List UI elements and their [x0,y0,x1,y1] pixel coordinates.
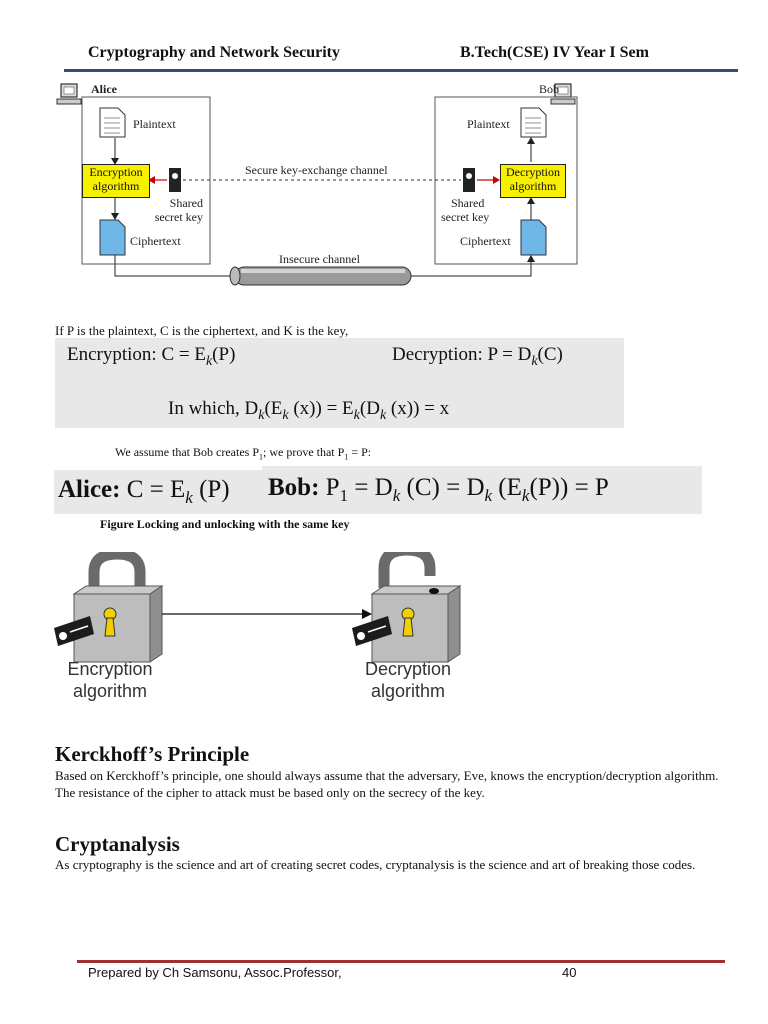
alice-ciphertext-label: Ciphertext [130,234,181,248]
enc-suffix: (P) [212,344,236,365]
alice-eq-label: Alice: [58,476,121,503]
which-mid3: (D [359,398,380,419]
bob-eq5: (P)) = P [529,474,609,501]
bob-sub4: k [521,486,530,505]
figure-caption: Figure Locking and unlocking with the sa… [100,517,350,531]
insecure-channel-pipe-icon [229,266,412,286]
header-left: Cryptography and Network Security [88,44,340,61]
assume-sub1: 1 [259,452,263,462]
open-padlock-icon [370,552,462,663]
bob-shared-line2: secret key [441,210,490,224]
bob-equation: Bob: P1 = Dk (C) = Dk (Ek(P)) = P [268,474,609,506]
symmetric-key-diagram: Alice Bob Plaintext Plaintext Encryption… [55,80,580,290]
assume-sub2: 1 [344,452,349,462]
bob-computer-icon [550,83,576,105]
equation-box-encryption: Encryption: C = Ek(P) Decryption: P = Dk… [55,338,624,428]
alice-eq-sub: k [185,488,193,507]
bob-ciphertext-document-icon [520,219,547,256]
assume-text: We assume that Bob creates P1; we prove … [115,445,371,461]
assume-a: We assume that Bob creates P [115,445,259,459]
which-sub3: k [353,407,360,423]
encryption-algorithm-box: Encryption algorithm [82,164,150,198]
which-sub1: k [258,407,265,423]
bob-label: Bob [539,82,560,96]
dec-suffix: (C) [537,344,563,365]
intro-text: If P is the plaintext, C is the cipherte… [55,323,349,338]
alice-eq: C = E [120,476,186,503]
bob-eq-label: Bob: [268,474,320,501]
bob-shared-line1: Shared [451,196,485,210]
footer-rule [77,960,725,963]
alice-equation-box: Alice: C = Ek (P) [54,470,264,514]
which-end: (x)) = x [386,398,450,419]
alice-equation: Alice: C = Ek (P) [58,476,230,508]
decryption-algorithm-box: Decryption algorithm [500,164,566,198]
bob-sub3: k [484,486,493,505]
dec-prefix: Decryption: P = D [392,344,532,365]
alice-ciphertext-document-icon [99,219,126,256]
secure-channel-label: Secure key-exchange channel [245,163,388,177]
encryption-line1: Encryption [89,165,143,179]
bob-shared-key-label: Shared secret key [441,196,501,224]
encryption-algorithm-caption: Encryption algorithm [52,658,168,702]
header-rule [64,69,738,72]
cryptanalysis-heading: Cryptanalysis [55,832,180,856]
closed-padlock-icon [72,552,164,663]
decryption-line2: algorithm [509,179,557,193]
bob-plaintext-label: Plaintext [467,117,510,131]
decryption-equation: Decryption: P = Dk(C) [392,344,563,370]
enc-sub: k [205,353,213,369]
encryption-line2: algorithm [92,179,140,193]
assume-b: ; we prove that P [263,445,345,459]
bob-key-icon [463,168,475,192]
which-sub2: k [282,407,289,423]
enc-caption-line1: Encryption [67,659,153,679]
footer-prepared-by: Prepared by Ch Samsonu, Assoc.Professor, [88,965,342,980]
alice-shared-line1: Shared [169,196,203,210]
which-prefix: In which, D [168,398,259,419]
diagram-lines [56,83,578,286]
which-sub4: k [379,407,387,423]
alice-eq-end: (P) [192,476,230,503]
alice-key-icon [169,168,181,192]
encryption-equation: Encryption: C = Ek(P) [67,344,235,370]
page-number: 40 [562,965,577,980]
alice-plaintext-label: Plaintext [133,117,176,131]
alice-shared-key-label: Shared secret key [155,196,203,224]
padlock-diagram: Encryption algorithm Decryption algorith… [52,552,472,707]
decryption-line1: Decryption [506,165,560,179]
in-which-equation: In which, Dk(Ek (x)) = Ek(Dk (x)) = x [168,398,449,424]
bob-sub2: k [392,486,401,505]
which-mid2: (x)) = E [288,398,354,419]
decryption-algorithm-caption: Decryption algorithm [350,658,466,702]
enc-caption-line2: algorithm [72,681,148,701]
dec-sub: k [531,353,538,369]
kerckhoff-heading: Kerckhoff’s Principle [55,742,250,766]
bob-eq2: = D [348,474,393,501]
kerckhoff-body: Based on Kerckhoff’s principle, one shou… [55,768,719,800]
insecure-channel-label: Insecure channel [279,252,360,266]
padlock-graphics [54,552,462,663]
bob-sub1: 1 [339,486,349,505]
header-right: B.Tech(CSE) IV Year I Sem [460,44,649,61]
which-mid1: (E [264,398,283,419]
key-icon-right [352,616,392,646]
alice-shared-line2: secret key [154,210,203,224]
dec-caption-line2: algorithm [370,681,446,701]
alice-label: Alice [91,82,117,96]
assume-c: = P: [348,445,372,459]
cryptanalysis-body: As cryptography is the science and art o… [55,857,696,872]
bob-eq1: P [319,474,340,501]
enc-prefix: Encryption: C = E [67,344,206,365]
dec-caption-line1: Decryption [364,659,452,679]
bob-eq4: (E [492,474,522,501]
alice-plaintext-document-icon [99,107,126,138]
key-icon-left [54,616,94,646]
bob-equation-box: Bob: P1 = Dk (C) = Dk (Ek(P)) = P [262,466,702,514]
bob-ciphertext-label: Ciphertext [460,234,511,248]
bob-plaintext-document-icon [520,107,547,138]
alice-computer-icon [56,83,82,105]
bob-eq3: (C) = D [400,474,485,501]
